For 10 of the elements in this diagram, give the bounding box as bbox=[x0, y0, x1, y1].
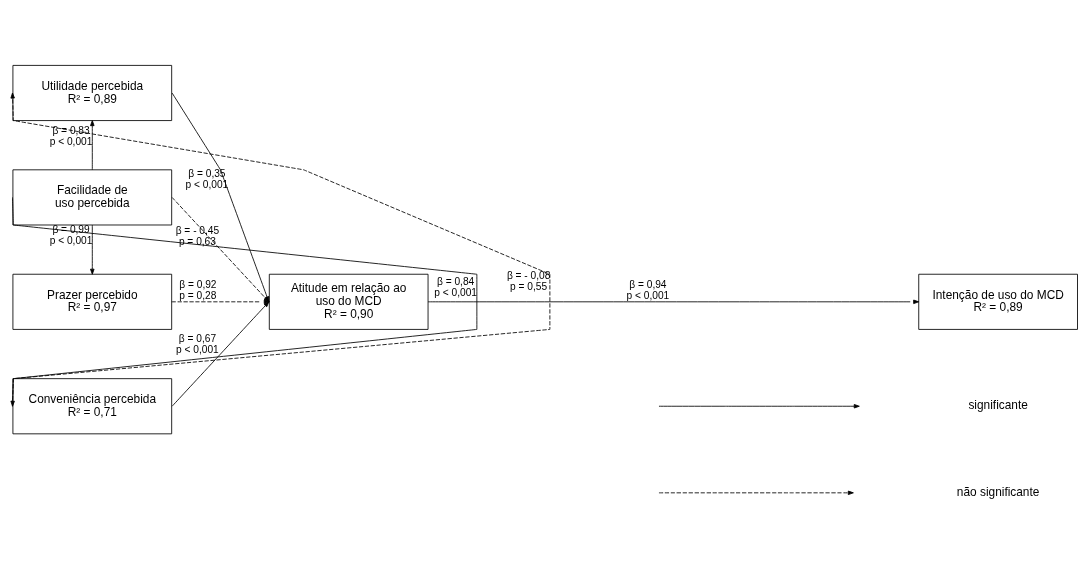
edge-label: β = 0,35 p < 0,001 bbox=[185, 167, 229, 190]
legend-label: não significante bbox=[956, 484, 1040, 499]
legend-label: significante bbox=[968, 397, 1028, 412]
edge-label: β = - 0,45 p = 0,63 bbox=[175, 224, 220, 247]
edge-label: β = 0,92 p = 0,28 bbox=[179, 278, 217, 301]
edge-label: β = 0,83 p < 0,001 bbox=[49, 124, 93, 147]
edge-label: β = 0,84 p < 0,001 bbox=[434, 275, 478, 298]
edge-label: β = - 0,08 p = 0,55 bbox=[506, 269, 551, 292]
edge-label: β = 0,67 p < 0,001 bbox=[176, 332, 219, 355]
edge-label: β = 0,94 p < 0,001 bbox=[626, 278, 670, 301]
